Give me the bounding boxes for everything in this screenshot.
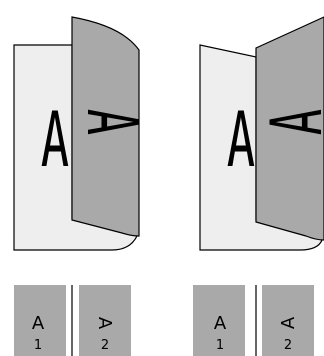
- page-1-number-left: 1: [34, 338, 42, 353]
- page-2-number-right: 2: [284, 338, 292, 353]
- page-1-letter-right: A: [214, 313, 227, 334]
- page-2-letter-right: A: [278, 316, 299, 329]
- page-1-left: [14, 285, 66, 356]
- page-1-number-right: 1: [216, 338, 224, 353]
- big-letter-upright-left: A: [41, 95, 69, 184]
- fold-diagram-right: A A: [199, 16, 324, 251]
- page-1-letter-left: A: [32, 313, 45, 334]
- big-letter-rotated-right: A: [256, 109, 324, 135]
- page-1-right: [193, 285, 245, 356]
- big-letter-upright-right: A: [227, 95, 255, 184]
- page-pair-left: A 1 A 2: [14, 285, 131, 356]
- fold-diagram-left: A A: [13, 16, 153, 251]
- page-2-left: [79, 285, 131, 356]
- folded-sheet-left: [71, 16, 140, 237]
- page-2-right: [262, 285, 314, 356]
- big-letter-rotated-left: A: [71, 109, 153, 135]
- page-2-letter-left: A: [94, 317, 115, 330]
- page-2-number-left: 2: [101, 338, 109, 353]
- page-pair-right: A 1 A 2: [193, 285, 314, 356]
